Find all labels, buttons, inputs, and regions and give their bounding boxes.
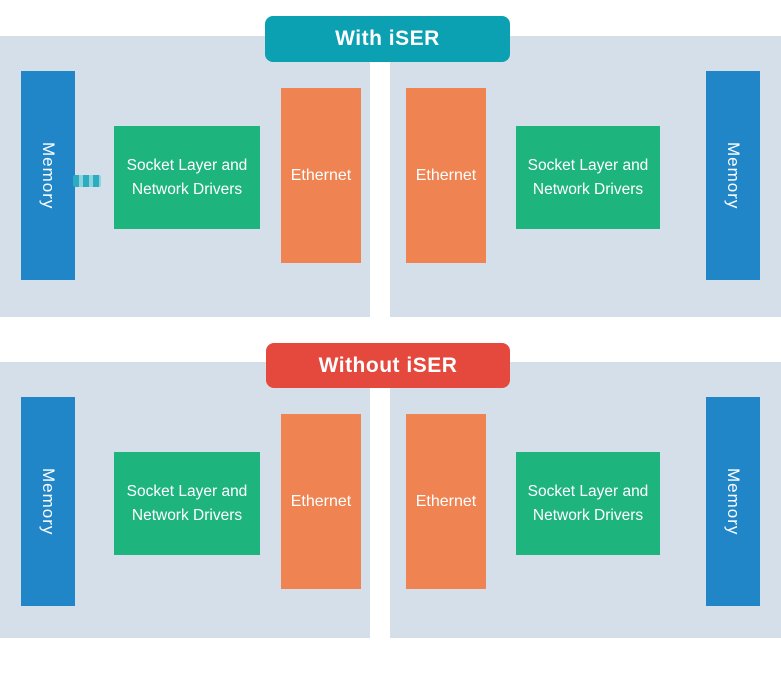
memory-label: Memory	[724, 141, 743, 210]
with-iser-right-host-panel: Ethernet Socket Layer and Network Driver…	[390, 36, 781, 317]
socket-layer-label: Socket Layer and Network Drivers	[527, 483, 649, 524]
memory-label: Memory	[724, 467, 743, 536]
with-iser-banner: With iSER	[265, 16, 510, 62]
ethernet-block: Ethernet	[281, 414, 361, 589]
memory-block: Memory	[21, 397, 75, 606]
socket-layer-block: Socket Layer and Network Drivers	[114, 452, 260, 555]
without-iser-left-host-panel: Memory Socket Layer and Network Drivers …	[0, 362, 370, 638]
memory-label: Memory	[39, 467, 58, 536]
socket-layer-block: Socket Layer and Network Drivers	[516, 452, 660, 555]
ethernet-block: Ethernet	[406, 414, 486, 589]
ethernet-label: Ethernet	[415, 492, 477, 510]
memory-label: Memory	[39, 141, 58, 210]
with-iser-banner-label: With iSER	[335, 27, 440, 50]
socket-layer-block: Socket Layer and Network Drivers	[114, 126, 260, 229]
memory-dashed-connector	[73, 175, 101, 187]
memory-block: Memory	[706, 71, 760, 280]
with-iser-left-host-panel: Memory Socket Layer and Network Drivers …	[0, 36, 370, 317]
socket-layer-label: Socket Layer and Network Drivers	[126, 483, 248, 524]
ethernet-label: Ethernet	[415, 166, 477, 184]
ethernet-block: Ethernet	[406, 88, 486, 263]
memory-block: Memory	[21, 71, 75, 280]
socket-layer-label: Socket Layer and Network Drivers	[527, 157, 649, 198]
ethernet-label: Ethernet	[290, 166, 352, 184]
ethernet-label: Ethernet	[290, 492, 352, 510]
without-iser-right-host-panel: Ethernet Socket Layer and Network Driver…	[390, 362, 781, 638]
without-iser-banner: Without iSER	[266, 343, 510, 388]
without-iser-banner-label: Without iSER	[318, 353, 458, 377]
socket-layer-block: Socket Layer and Network Drivers	[516, 126, 660, 229]
socket-layer-label: Socket Layer and Network Drivers	[126, 157, 248, 198]
memory-block: Memory	[706, 397, 760, 606]
ethernet-block: Ethernet	[281, 88, 361, 263]
